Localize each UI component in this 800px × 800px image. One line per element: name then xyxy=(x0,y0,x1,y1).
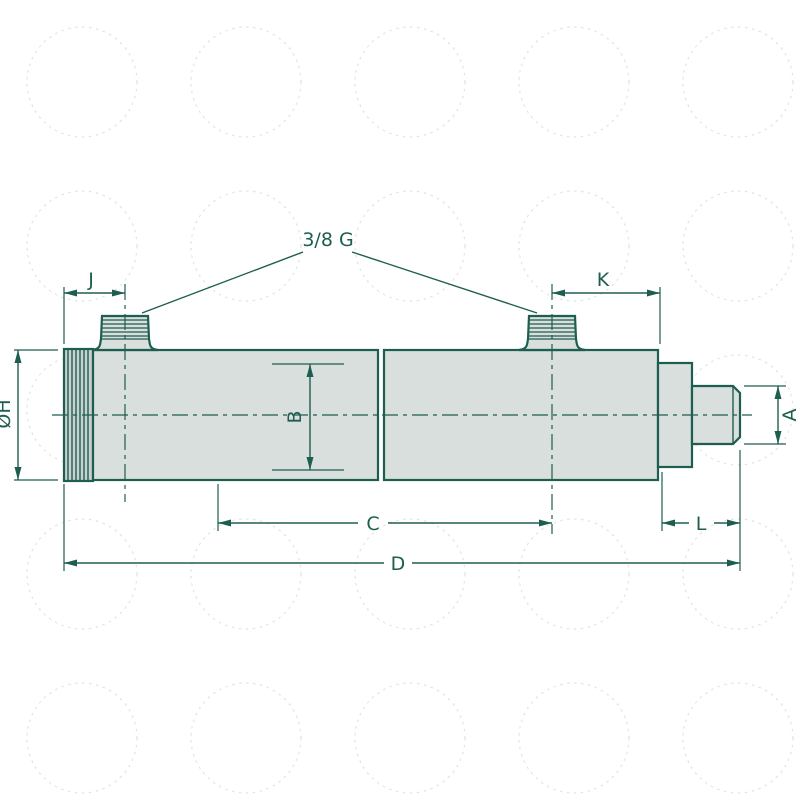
thread-size-label: 3/8 G xyxy=(302,229,353,251)
centerlines xyxy=(52,284,752,534)
dimension-k: K xyxy=(552,269,661,344)
dimension-a: A xyxy=(744,385,800,445)
thread-leader-left xyxy=(141,251,304,314)
dimension-oh: ØH xyxy=(0,349,58,481)
dim-label-l: L xyxy=(696,513,707,535)
dimension-b: B xyxy=(272,363,344,471)
dim-label-b: B xyxy=(284,410,306,423)
thread-callout: 3/8 G xyxy=(141,229,538,314)
port-left xyxy=(91,314,159,352)
tube-rear-section xyxy=(382,348,660,482)
dimension-l: L xyxy=(661,472,740,535)
dim-label-j: J xyxy=(87,269,94,291)
dimension-j: J xyxy=(63,269,125,344)
dim-label-a: A xyxy=(779,409,800,422)
dim-label-d: D xyxy=(391,553,406,575)
dimension-d: D xyxy=(63,450,741,575)
thread-leader-right xyxy=(351,251,538,314)
dim-label-k: K xyxy=(597,269,610,291)
dim-label-c: C xyxy=(366,513,379,535)
dim-label-oh: ØH xyxy=(0,399,15,428)
dimension-c: C xyxy=(217,484,552,535)
